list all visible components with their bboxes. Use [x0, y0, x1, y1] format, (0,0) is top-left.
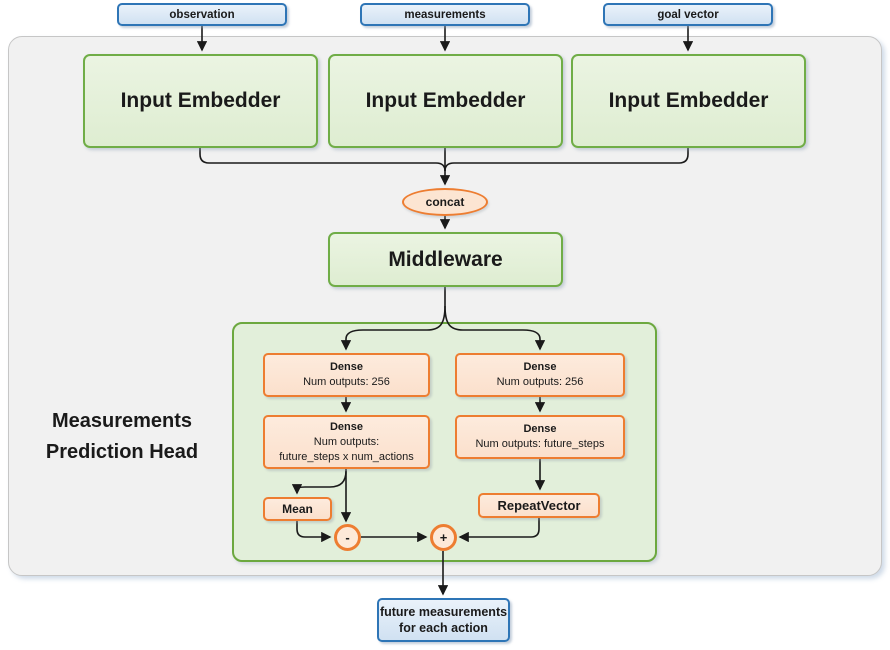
input-embedder-3-label: Input Embedder: [608, 89, 769, 112]
dense-right-1-title: Dense: [523, 361, 557, 373]
subtract-node: -: [334, 524, 361, 551]
input-embedder-1: Input Embedder: [83, 54, 318, 148]
dense-left-2-subtitle2: future_steps x num_actions: [279, 450, 414, 463]
dense-right-2-subtitle: Num outputs: future_steps: [475, 438, 605, 450]
measurements-prediction-head-label: Measurements Prediction Head: [3, 406, 241, 468]
plus-icon: +: [439, 530, 448, 545]
output-label-line1: future measurements: [379, 605, 508, 619]
dense-right-2-box: Dense Num outputs: future_steps: [455, 415, 625, 459]
output-box-future-measurements: future measurements for each action: [377, 598, 510, 642]
dense-right-1-subtitle: Num outputs: 256: [496, 376, 584, 388]
input-box-goal-vector: goal vector: [603, 3, 773, 26]
minus-icon: -: [345, 530, 350, 545]
dense-left-1-title: Dense: [329, 361, 364, 373]
head-label-line1: Measurements: [51, 410, 193, 432]
measurements-label: measurements: [404, 8, 486, 21]
dense-left-2-title: Dense: [329, 420, 364, 433]
input-embedder-1-label: Input Embedder: [120, 89, 281, 112]
mean-label: Mean: [282, 501, 313, 516]
dense-right-1-box: Dense Num outputs: 256: [455, 353, 625, 397]
input-embedder-3: Input Embedder: [571, 54, 806, 148]
mean-box: Mean: [263, 497, 332, 521]
middleware-label: Middleware: [388, 247, 503, 271]
head-label-line2: Prediction Head: [45, 441, 199, 463]
goal-vector-label: goal vector: [657, 8, 719, 21]
input-embedder-2-label: Input Embedder: [365, 89, 526, 112]
input-box-measurements: measurements: [360, 3, 530, 26]
dense-left-1-box: Dense Num outputs: 256: [263, 353, 430, 397]
repeat-vector-label: RepeatVector: [497, 498, 581, 513]
output-label-line2: for each action: [399, 621, 488, 635]
input-embedder-2: Input Embedder: [328, 54, 563, 148]
dense-left-1-subtitle: Num outputs: 256: [303, 376, 390, 388]
concat-label: concat: [425, 195, 465, 209]
observation-label: observation: [169, 8, 235, 21]
dense-left-2-subtitle: Num outputs:: [313, 435, 380, 448]
dense-right-2-title: Dense: [523, 423, 557, 435]
dense-left-2-box: Dense Num outputs: future_steps x num_ac…: [263, 415, 430, 469]
add-node: +: [430, 524, 457, 551]
repeat-vector-box: RepeatVector: [478, 493, 600, 518]
input-box-observation: observation: [117, 3, 287, 26]
middleware-box: Middleware: [328, 232, 563, 287]
concat-node: concat: [402, 188, 488, 216]
